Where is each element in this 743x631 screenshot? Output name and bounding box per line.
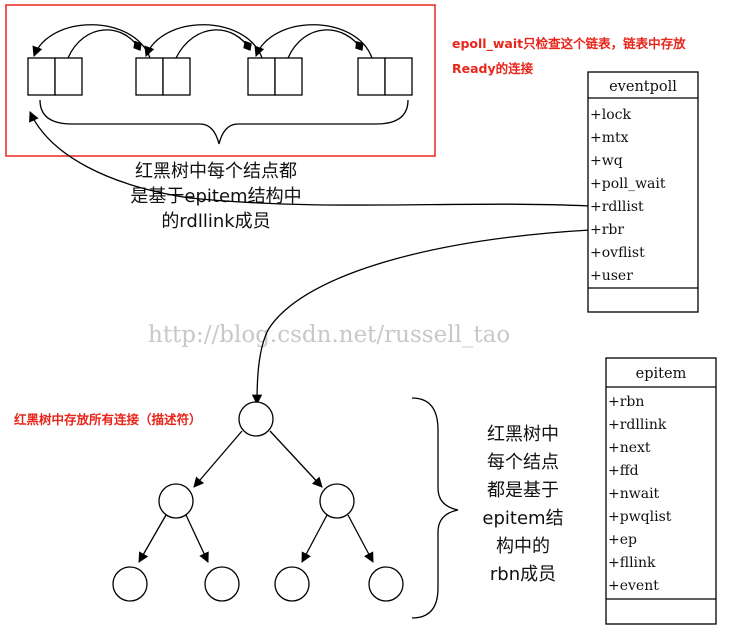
eventpoll-title: eventpoll — [609, 79, 677, 95]
epoll-wait-note-line1: epoll_wait只检查这个链表，链表中存放 — [452, 36, 686, 52]
rdllist-note-line: 的rdllink成员 — [161, 211, 270, 232]
epitem-field: +pwqlist — [608, 509, 672, 525]
epitem-field: +ffd — [608, 463, 639, 479]
tree-edge — [301, 514, 328, 563]
list-node — [27, 57, 83, 96]
list-node — [135, 57, 191, 96]
eventpoll-field: +poll_wait — [590, 176, 666, 192]
rbn-note-line: epitem结 — [482, 508, 563, 529]
tree-node — [204, 566, 240, 602]
rbn-note-line: 每个结点 — [487, 452, 559, 473]
tree-node — [158, 483, 194, 519]
next-link — [175, 29, 252, 59]
eventpoll-field: +wq — [590, 153, 623, 169]
tree-node — [368, 566, 404, 602]
rdllist-note-line: 是基于epitem结构中 — [130, 186, 301, 207]
epitem-field: +rbn — [608, 394, 644, 410]
list-node — [357, 57, 413, 96]
tree-node — [319, 483, 355, 519]
rdllist-note: 红黑树中每个结点都 是基于epitem结构中 的rdllink成员 — [130, 161, 301, 232]
tree-node — [274, 566, 310, 602]
rbn-note: 红黑树中 每个结点 都是基于 epitem结 构中的 rbn成员 — [482, 424, 563, 585]
list-brace — [39, 99, 409, 145]
tree-edge — [185, 514, 209, 563]
eventpoll-field: +user — [590, 268, 633, 284]
rbr-pointer — [251, 229, 591, 406]
tree-brace — [411, 397, 459, 619]
prev-link — [32, 24, 151, 59]
epitem-field: +next — [608, 440, 651, 456]
eventpoll-field: +ovflist — [590, 245, 645, 261]
epoll-wait-note-line2: Ready的连接 — [452, 61, 534, 76]
epitem-field: +nwait — [608, 486, 660, 502]
eventpoll-field: +rdllist — [590, 199, 644, 215]
epitem-field: +fllink — [608, 555, 656, 571]
watermark: http://blog.csdn.net/russell_tao — [148, 322, 510, 348]
rdllist-note-line: 红黑树中每个结点都 — [135, 161, 297, 182]
epitem-title: epitem — [636, 366, 687, 382]
rbn-note-line: 构中的 — [496, 536, 550, 557]
rb-tree — [112, 401, 404, 602]
tree-edge — [138, 514, 167, 563]
list-node — [247, 57, 303, 96]
rbn-note-line: rbn成员 — [490, 564, 556, 585]
epitem-struct: epitem +rbn +rdllink +next +ffd +nwait +… — [605, 357, 717, 625]
rbn-note-line: 红黑树中 — [487, 424, 559, 445]
rdllist-pointer — [29, 111, 591, 207]
ready-list-box — [5, 4, 436, 157]
rbtree-note: 红黑树中存放所有连接（描述符） — [14, 412, 202, 427]
eventpoll-field: +lock — [590, 107, 631, 123]
tree-node — [112, 566, 148, 602]
epitem-field: +event — [608, 578, 659, 594]
tree-edge — [193, 430, 243, 488]
rbn-note-line: 都是基于 — [487, 480, 559, 501]
next-link — [287, 29, 364, 59]
eventpoll-field: +mtx — [590, 130, 629, 146]
eventpoll-field: +rbr — [590, 222, 624, 238]
next-link — [67, 29, 142, 59]
prev-link — [254, 24, 373, 59]
epitem-field: +ep — [608, 532, 637, 548]
tree-edge — [269, 430, 323, 488]
ready-list — [27, 24, 413, 145]
prev-link — [144, 24, 263, 59]
tree-node-root — [238, 401, 274, 437]
epitem-field: +rdllink — [608, 417, 667, 433]
tree-edge — [347, 514, 374, 563]
eventpoll-struct: eventpoll +lock +mtx +wq +poll_wait +rdl… — [587, 71, 699, 313]
